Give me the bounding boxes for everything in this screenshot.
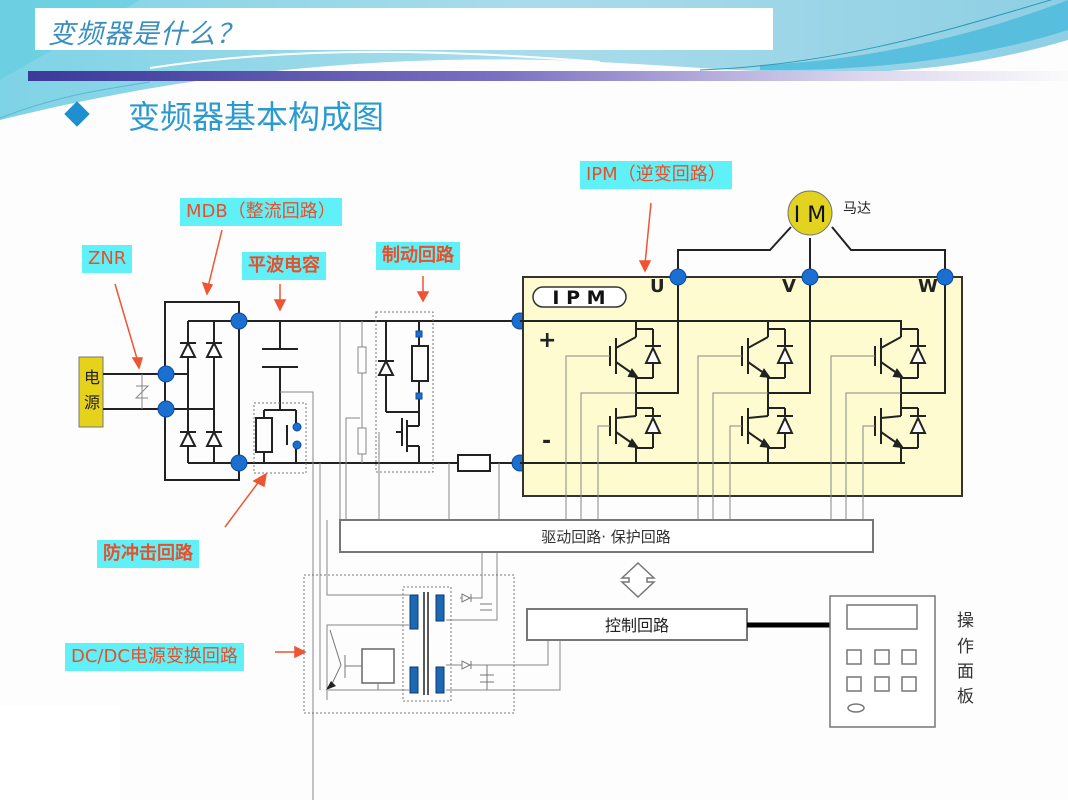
dcdc-converter	[326, 592, 494, 695]
callout-mdb: MDB（整流回路）	[180, 198, 342, 226]
control-box	[526, 608, 748, 641]
callout-znr: ZNR	[82, 245, 133, 273]
callout-brake-circuit: 制动回路	[376, 242, 460, 270]
motor-label: 马达	[843, 201, 871, 217]
connection-nodes	[157, 312, 529, 472]
dc-plus-label: +	[538, 328, 556, 353]
panel-label-3: 面	[957, 662, 974, 682]
phase-w-label: W	[918, 276, 938, 297]
panel-label-2: 作	[957, 637, 974, 657]
dc-minus-label: -	[542, 429, 551, 454]
slide-subtitle: 变频器基本构成图	[128, 98, 385, 136]
title-box	[35, 8, 773, 50]
power-source-label-2: 源	[84, 393, 100, 412]
znr-varistor-icon	[134, 374, 150, 409]
operation-panel	[829, 595, 936, 728]
slide-title: 变频器是什么？	[48, 19, 244, 50]
igbt-lower-2-icon	[741, 400, 794, 463]
igbt-upper-1-icon	[609, 321, 662, 400]
blank-area	[0, 705, 120, 800]
callout-dcdc: DC/DC电源变换回路	[65, 643, 244, 671]
panel-label-4: 板	[957, 687, 974, 707]
inverter-bridge	[520, 277, 946, 520]
motor-symbol	[787, 190, 833, 236]
igbt-lower-3-icon	[874, 400, 927, 463]
phase-u-label: U	[650, 276, 665, 297]
phase-v-label: V	[782, 276, 796, 297]
motor-symbol-label: I M	[794, 203, 826, 228]
control-label: 控制回路	[605, 616, 669, 635]
drive-protection-box	[339, 519, 874, 553]
ipm-block	[522, 276, 963, 497]
ipm-badge	[532, 286, 627, 308]
drive-protection-label: 驱动回路· 保护回路	[541, 528, 671, 546]
ipm-badge-label: I P M	[552, 287, 605, 309]
igbt-lower-1-icon	[609, 400, 662, 463]
panel-label-1: 操	[957, 611, 974, 631]
power-source-label-1: 电	[84, 368, 100, 387]
power-source-block	[78, 356, 104, 428]
callout-ipm: IPM（逆变回路）	[580, 161, 732, 189]
callout-inrush-circuit: 防冲击回路	[97, 540, 199, 568]
callout-arrows	[114, 202, 652, 659]
callout-smoothing-capacitor: 平波电容	[242, 252, 326, 280]
igbt-upper-2-icon	[741, 321, 794, 400]
bidirectional-arrow-icon	[620, 561, 656, 599]
